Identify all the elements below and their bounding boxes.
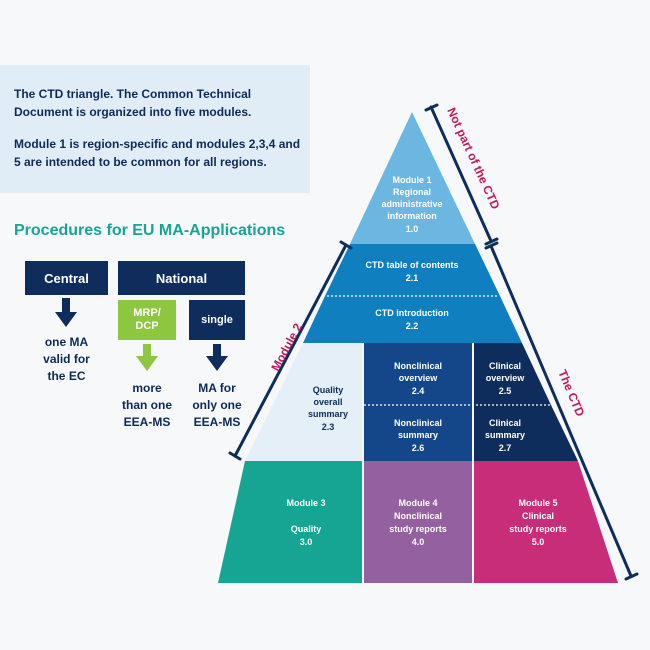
- cl-summary-line: 2.7: [499, 443, 512, 453]
- central-arrow-icon: [55, 298, 77, 327]
- cl-overview-line: 2.5: [499, 386, 512, 396]
- central-box: Central: [25, 261, 108, 295]
- module-5-cell: [474, 461, 618, 583]
- ctd-toc-cell: [325, 244, 500, 296]
- cl-summary-cell: [474, 405, 578, 461]
- cl-summary-text: Clinical summary 2.7: [485, 418, 525, 453]
- module-3-text: Module 3 Quality 3.0: [286, 498, 325, 547]
- module-2-bracket: [228, 240, 353, 461]
- module-3-line: Quality: [291, 524, 322, 534]
- single-outcome: MA for only one EEA-MS: [182, 380, 252, 431]
- cl-overview-text: Clinical overview 2.5: [486, 361, 526, 396]
- central-outcome-line: valid for: [43, 352, 90, 366]
- cl-overview-cell: [474, 343, 551, 405]
- ctd-toc-line: CTD table of contents: [365, 260, 458, 270]
- nc-summary-line: 2.6: [412, 443, 425, 453]
- nc-summary-text: Nonclinical summary 2.6: [394, 418, 442, 453]
- single-outcome-line: only one: [192, 398, 242, 412]
- mrp-outcome: more than one EEA-MS: [112, 380, 182, 431]
- module-1-line: Regional: [393, 187, 431, 197]
- nc-overview-cell: [364, 343, 472, 405]
- ctd-intro-line: 2.2: [406, 321, 419, 331]
- mrp-dcp-box: MRP/ DCP: [118, 300, 176, 340]
- module-1-line: administrative: [381, 199, 442, 209]
- module-3-cell: [218, 461, 362, 583]
- module-5-line: Clinical: [522, 511, 554, 521]
- intro-line-2: Module 1 is region-specific and modules …: [14, 137, 301, 169]
- module-3-line: Module 3: [286, 498, 325, 508]
- qos-cell: [245, 343, 362, 461]
- cl-summary-line: summary: [485, 430, 525, 440]
- module-1-text: Module 1 Regional administrative informa…: [381, 175, 442, 234]
- module-4-line: Module 4: [398, 498, 437, 508]
- ctd-intro-text: CTD introduction 2.2: [375, 308, 449, 331]
- cl-overview-line: Clinical: [489, 361, 521, 371]
- module-4-line: Nonclinical: [394, 511, 442, 521]
- procedures-title: Procedures for EU MA-Applications: [14, 222, 286, 239]
- ctd-bracket: [484, 241, 639, 581]
- mrp-dcp-label: MRP/: [133, 307, 161, 319]
- ctd-intro-line: CTD introduction: [375, 308, 449, 318]
- module-5-text: Module 5 Clinical study reports 5.0: [509, 498, 567, 547]
- qos-text: Quality overall summary 2.3: [308, 385, 348, 432]
- single-box: single: [189, 300, 245, 340]
- intro-line-1: The CTD triangle. The Common Technical D…: [14, 87, 252, 119]
- mrp-dcp-label: DCP: [135, 320, 159, 332]
- nc-overview-line: overview: [399, 373, 439, 383]
- module-4-line: 4.0: [412, 537, 425, 547]
- qos-line: 2.3: [322, 422, 335, 432]
- module-5-line: study reports: [509, 524, 567, 534]
- national-box: National: [118, 261, 245, 295]
- module-1-cell: [350, 112, 475, 244]
- cl-summary-line: Clinical: [489, 418, 521, 428]
- nc-summary-cell: [364, 405, 472, 461]
- qos-line: overall: [313, 397, 342, 407]
- nc-overview-line: 2.4: [412, 386, 425, 396]
- nc-summary-line: Nonclinical: [394, 418, 442, 428]
- module-3-line: 3.0: [300, 537, 313, 547]
- qos-line: Quality: [313, 385, 344, 395]
- central-outcome-line: one MA: [44, 335, 89, 349]
- intro-box: The CTD triangle. The Common Technical D…: [0, 65, 310, 193]
- nc-overview-text: Nonclinical overview 2.4: [394, 361, 442, 396]
- single-outcome-line: MA for: [198, 381, 236, 395]
- nc-overview-line: Nonclinical: [394, 361, 442, 371]
- module-4-text: Module 4 Nonclinical study reports 4.0: [389, 498, 447, 547]
- module-1-line: Module 1: [392, 175, 431, 185]
- ctd-toc-line: 2.1: [406, 273, 419, 283]
- single-arrow-icon: [206, 344, 228, 371]
- not-ctd-bracket: [424, 103, 499, 246]
- single-outcome-line: EEA-MS: [193, 415, 241, 429]
- central-outcome-line: the EC: [47, 369, 86, 383]
- mrp-arrow-icon: [136, 344, 158, 371]
- cl-overview-line: overview: [486, 373, 526, 383]
- qos-line: summary: [308, 409, 348, 419]
- nc-summary-line: summary: [398, 430, 438, 440]
- module-1-line: 1.0: [406, 224, 419, 234]
- module-1-line: information: [387, 211, 437, 221]
- ctd-intro-cell: [303, 296, 522, 343]
- ctd-toc-text: CTD table of contents 2.1: [365, 260, 458, 283]
- module-5-line: Module 5: [518, 498, 557, 508]
- mrp-outcome-line: more: [132, 381, 162, 395]
- module-4-cell: [364, 461, 472, 583]
- mrp-outcome-line: than one: [122, 398, 172, 412]
- mrp-outcome-line: EEA-MS: [123, 415, 171, 429]
- central-outcome: one MA valid for the EC: [25, 334, 108, 385]
- module-4-line: study reports: [389, 524, 447, 534]
- module-5-line: 5.0: [532, 537, 545, 547]
